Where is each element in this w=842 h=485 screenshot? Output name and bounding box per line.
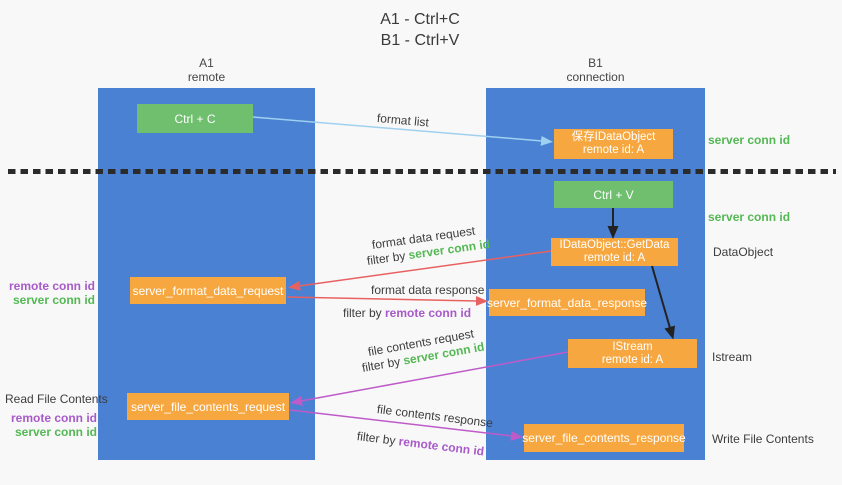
filter-by-text: filter by [356, 429, 400, 449]
filter-by-text: filter by [360, 353, 405, 375]
node-save-idataobject-line2: remote id: A [582, 144, 645, 156]
label-filter-by-remote-conn-id-1: filter by remote conn id [343, 306, 471, 320]
node-server-format-data-request-label: server_format_data_request [132, 283, 284, 298]
node-istream-line1: IStream [612, 340, 653, 353]
node-server-format-data-request: server_format_data_request [130, 277, 286, 304]
left-label-remote-conn-id-1: remote conn id [8, 279, 95, 293]
lifeline-b1-header: B1 connection [486, 56, 705, 84]
node-server-format-data-response: server_format_data_response [486, 289, 648, 316]
left-label-remote-conn-id-2: remote conn id [10, 411, 97, 425]
lifeline-b1-title: B1 [588, 56, 603, 70]
label-format-data-response: format data response [371, 283, 485, 297]
node-ctrl-c: Ctrl + C [137, 104, 253, 133]
label-filter-by-remote-conn-id-2: filter by remote conn id [356, 429, 485, 458]
remote-conn-id-text: remote conn id [397, 434, 485, 459]
node-istream: IStream remote id: A [568, 339, 697, 368]
session-separator-line [8, 169, 836, 174]
node-save-idataobject: 保存IDataObject remote id: A [554, 129, 673, 159]
title-line-b1: B1 - Ctrl+V [380, 32, 460, 49]
node-idataobject-getdata-line2: remote id: A [583, 252, 646, 264]
node-ctrl-v-label: Ctrl + V [593, 187, 634, 202]
node-server-file-contents-request: server_file_contents_request [127, 393, 289, 420]
right-label-istream: Istream [712, 350, 753, 364]
node-save-idataobject-line1: 保存IDataObject [571, 131, 656, 143]
left-label-server-conn-id-2: server conn id [14, 425, 97, 439]
node-server-file-contents-response-label: server_file_contents_response [522, 431, 686, 445]
node-ctrl-v: Ctrl + V [554, 181, 673, 208]
node-server-file-contents-request-label: server_file_contents_request [130, 399, 286, 414]
node-server-file-contents-response: server_file_contents_response [522, 424, 686, 452]
right-label-dataobject: DataObject [713, 245, 774, 259]
lifeline-a1-header: A1 remote [98, 56, 315, 84]
arrow-format-data-response [286, 295, 488, 306]
label-file-contents-response: file contents response [376, 402, 494, 431]
remote-conn-id-text: remote conn id [385, 306, 472, 320]
left-label-read-file-contents: Read File Contents [5, 392, 108, 406]
right-label-server-conn-id-2: server conn id [708, 210, 791, 224]
right-label-server-conn-id-1: server conn id [708, 133, 791, 147]
diagram-title: A1 - Ctrl+C B1 - Ctrl+V [300, 9, 540, 51]
lifeline-b1-subtitle: connection [566, 70, 625, 84]
node-server-format-data-response-label: server_format_data_response [486, 295, 648, 310]
label-format-list: format list [376, 111, 430, 130]
left-label-server-conn-id-1: server conn id [12, 293, 95, 307]
right-label-write-file-contents: Write File Contents [712, 432, 814, 446]
node-istream-line2: remote id: A [601, 353, 664, 366]
lifeline-a1-subtitle: remote [187, 70, 226, 84]
node-idataobject-getdata: IDataObject::GetData remote id: A [551, 238, 678, 266]
lifeline-a1-title: A1 [199, 56, 214, 70]
filter-by-text: filter by [343, 306, 386, 320]
node-idataobject-getdata-line1: IDataObject::GetData [559, 239, 670, 251]
node-ctrl-c-label: Ctrl + C [174, 111, 216, 126]
title-line-a1: A1 - Ctrl+C [380, 11, 460, 28]
